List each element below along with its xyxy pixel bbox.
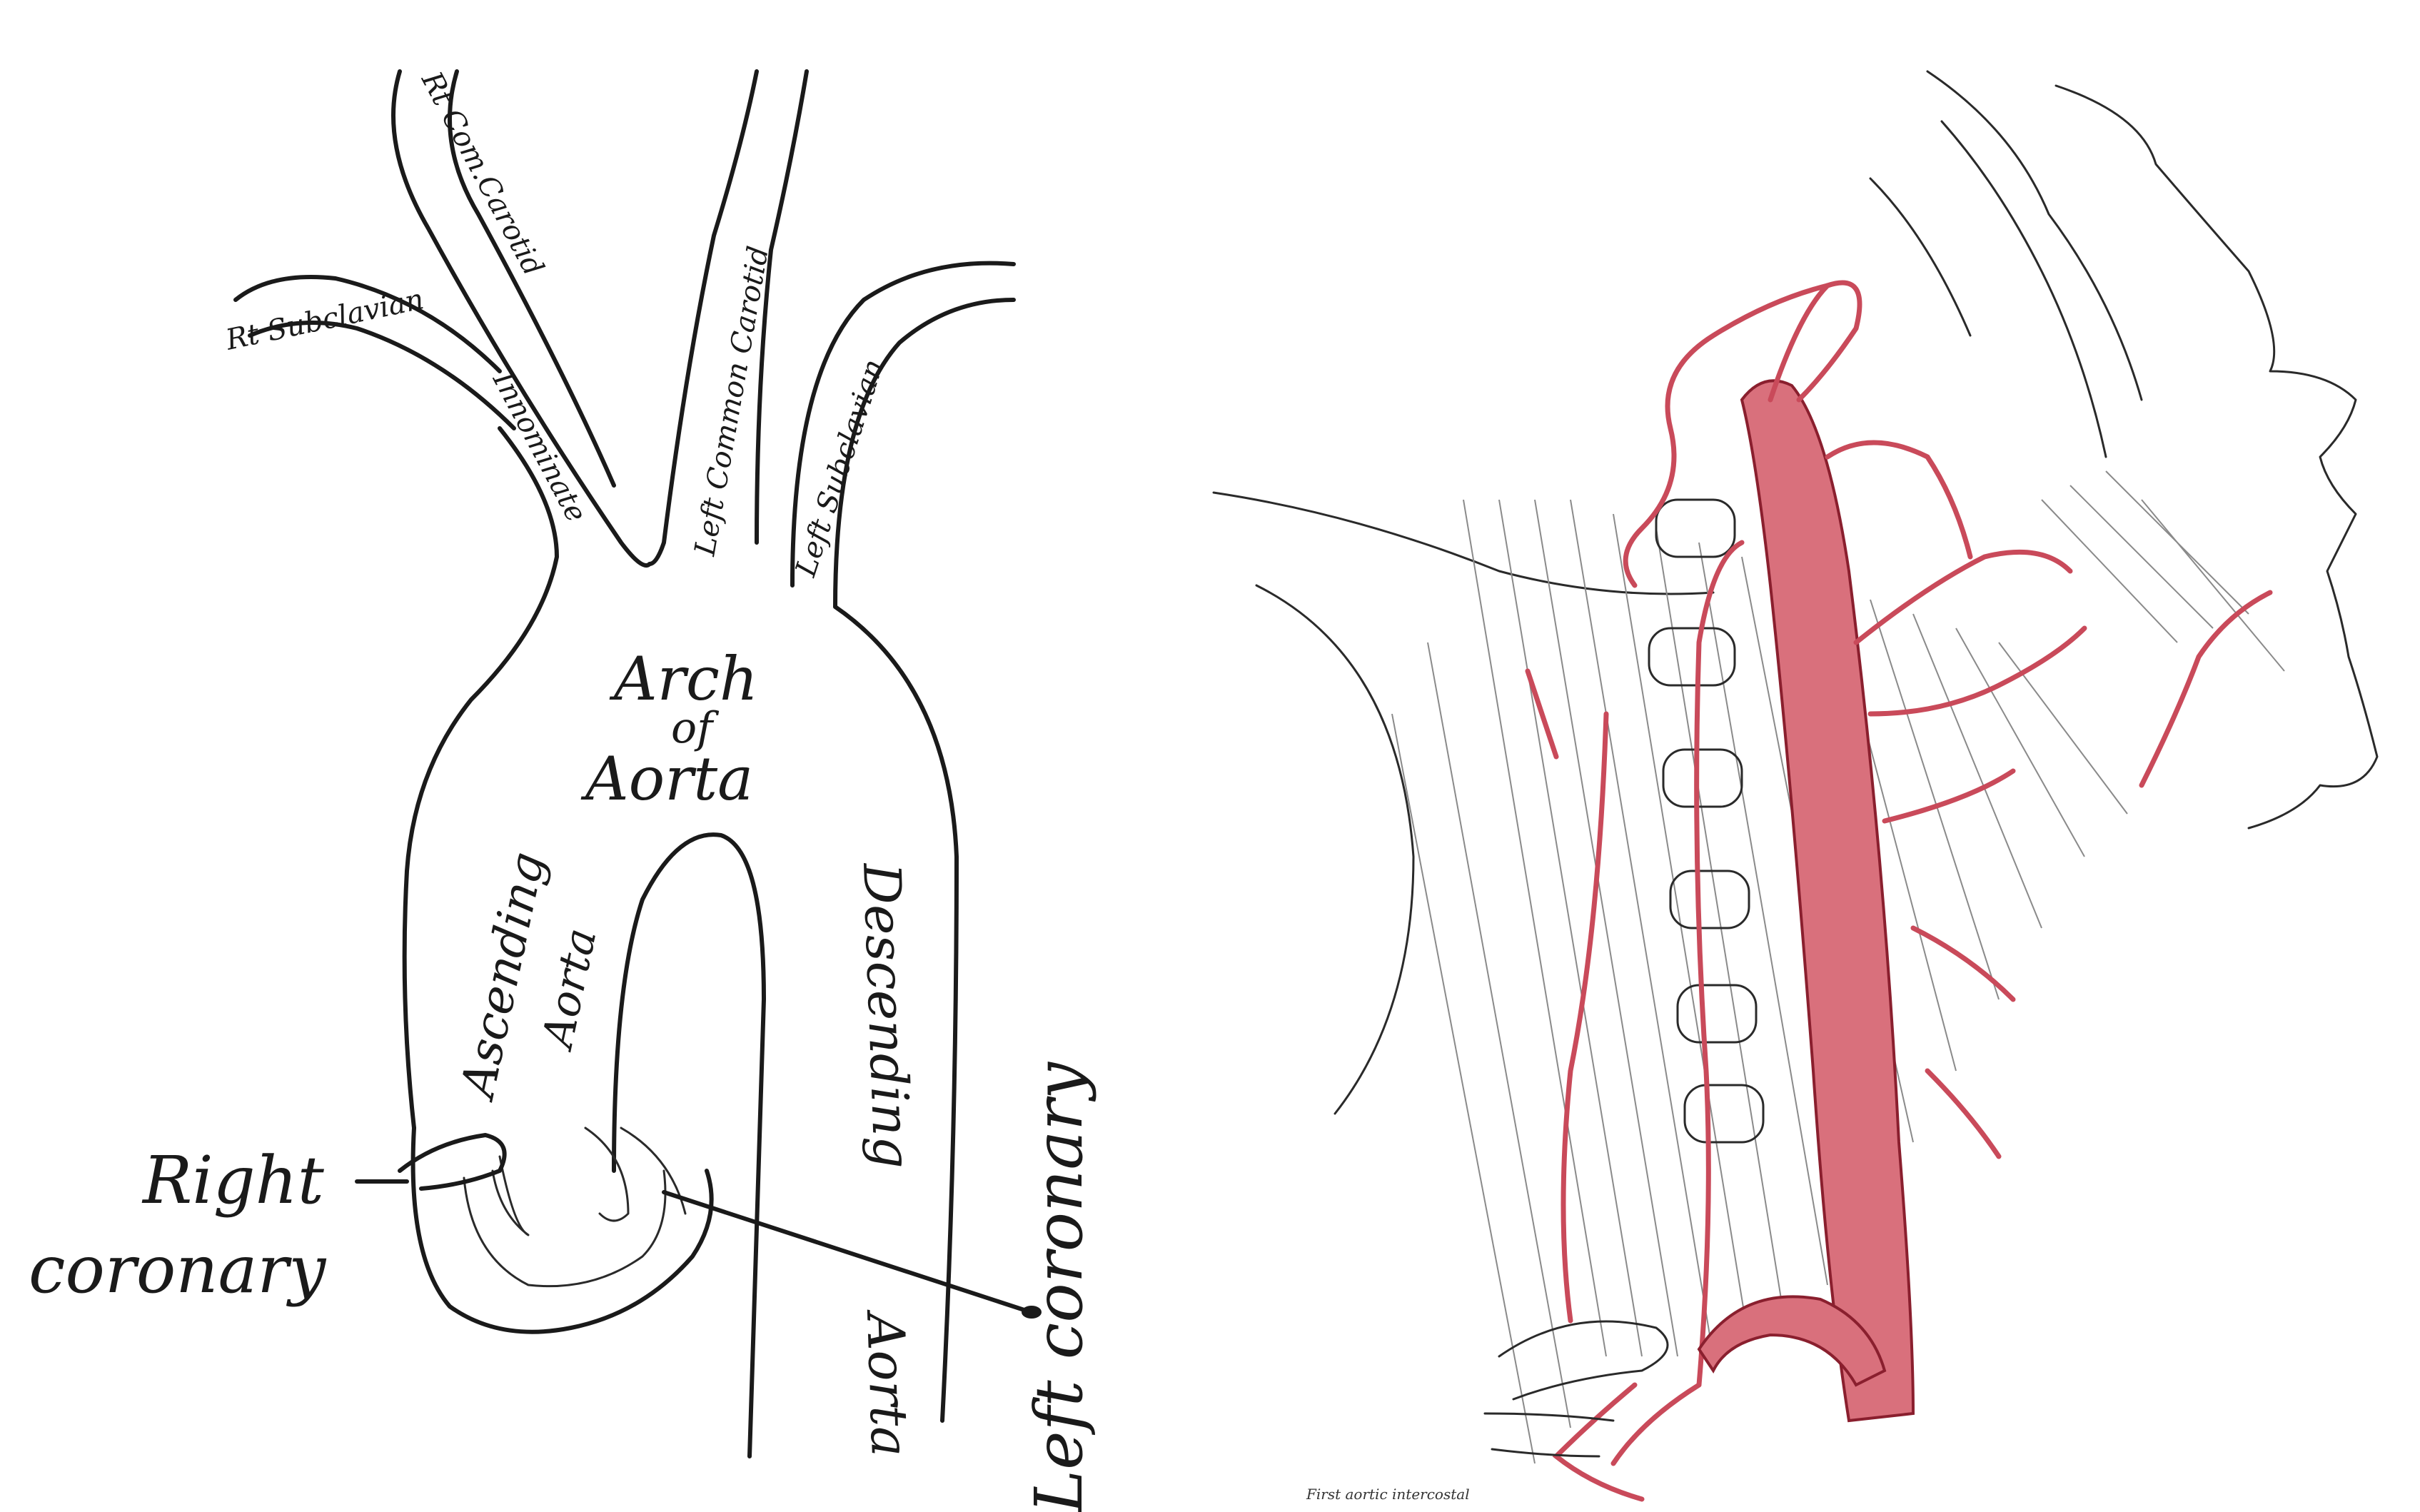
- label-arch-line3: Aorta: [580, 744, 753, 814]
- scalp-line-2: [1942, 121, 2106, 457]
- cervical-branch-2: [1927, 1071, 1999, 1156]
- label-right-coronary-line2: coronary: [29, 1231, 326, 1308]
- rib-outline-3: [1492, 1449, 1599, 1456]
- face-profile: [2056, 86, 2377, 828]
- small-branch-1: [1528, 671, 1556, 757]
- label-ascending-line1: Ascending: [449, 847, 555, 1106]
- valve-cusp-2: [585, 1128, 628, 1221]
- superior-thyroid-artery: [1885, 771, 2013, 821]
- aortic-arch-diagram: Rt Subclavian Rt Com.Carotid Innominate …: [29, 66, 1097, 1512]
- scalp-line-1: [1927, 71, 2142, 400]
- label-left-coronary: Left coronary: [1021, 1062, 1097, 1512]
- facial-artery: [1856, 552, 2070, 642]
- valve-cusp-1: [493, 1156, 528, 1235]
- label-right-coronary-line1: Right: [141, 1142, 325, 1219]
- left-subclavian-outer-wall: [835, 300, 1014, 607]
- scalp-line-3: [1870, 178, 1970, 336]
- inner-arch-loop: [614, 835, 764, 1456]
- label-ascending-line2: Aorta: [532, 924, 606, 1055]
- valve-cusp-3: [621, 1128, 685, 1214]
- maxillary-branch: [1827, 443, 1970, 557]
- costocervical-branch: [1613, 1385, 1699, 1463]
- label-rt-com-carotid: Rt Com.Carotid: [415, 66, 550, 281]
- neck-back-outline: [1256, 585, 1413, 1114]
- label-first-aortic-intercostal: First aortic intercostal: [1306, 1486, 1470, 1503]
- label-descending-line2: Aorta: [855, 1308, 920, 1458]
- first-rib-outline: [1499, 1321, 1668, 1399]
- mandible-line: [1214, 493, 1713, 594]
- label-descending-line1: Descending: [852, 861, 922, 1170]
- aortic-root: [413, 1128, 712, 1332]
- label-innominate: Innominate: [486, 366, 593, 528]
- common-carotid-artery: [1742, 380, 1913, 1421]
- left-coronary-pointer: [664, 1192, 1035, 1314]
- label-left-subclavian: Left Subclavian: [789, 356, 890, 581]
- valve-cusp-outline: [464, 1171, 665, 1286]
- neck-arteries-illustration: First aortic intercostal: [1214, 71, 2377, 1503]
